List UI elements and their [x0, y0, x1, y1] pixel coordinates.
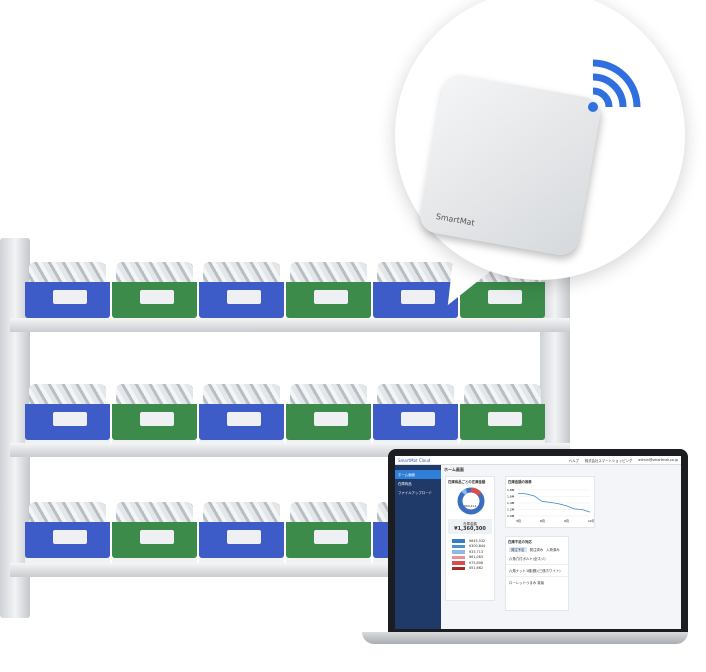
storage-bin — [373, 258, 458, 318]
color-tag — [452, 544, 465, 548]
color-tag — [452, 539, 465, 543]
storage-bin — [286, 258, 371, 318]
value-row: ¥35,713 — [452, 549, 488, 555]
device-brand: SmartMat — [435, 211, 476, 228]
row-value: ¥300,844 — [469, 544, 486, 549]
y-tick: 1.6M — [507, 495, 515, 499]
row-value: ¥61,063 — [469, 555, 484, 560]
color-tag — [452, 555, 465, 559]
value-row: ¥300,844 — [452, 544, 488, 550]
storage-bin — [112, 380, 197, 440]
donut-chart — [457, 487, 485, 515]
storage-bin — [112, 258, 197, 318]
value-row: ¥75,806 — [452, 560, 488, 566]
tab-ordered[interactable]: 発注済み — [529, 548, 544, 552]
color-tag — [452, 566, 465, 570]
company-name: 株式会社スマートショッピング — [584, 458, 633, 463]
tab-received[interactable]: 入荷済み — [546, 548, 560, 552]
row-value: ¥845,532 — [469, 538, 486, 543]
storage-bin — [199, 258, 284, 318]
stock-value-card: 在庫商品ごとの在庫金額 ¥69,412 在庫金額 ¥1,360,300 ¥845… — [445, 476, 495, 601]
donut-center-value: ¥69,412 — [464, 504, 477, 508]
color-tag — [452, 550, 465, 554]
order-item[interactable]: 六角ナット1種(鋼)(三価ホワイト) — [506, 565, 568, 577]
color-tag — [452, 561, 465, 565]
storage-bin — [25, 498, 110, 558]
laptop: SmartMat Cloud ヘルプ 株式会社スマートショッピング admin@… — [388, 449, 688, 633]
row-value: ¥35,713 — [469, 549, 484, 554]
laptop-base — [362, 632, 688, 644]
y-tick: 1.4M — [507, 501, 515, 505]
order-item[interactable]: 六角穴付ボルト(全ネジ) — [506, 553, 568, 565]
x-tick: 3月 — [516, 519, 521, 523]
storage-bin — [25, 380, 110, 440]
row-value: ¥75,806 — [469, 560, 484, 565]
y-tick: 1.2M — [507, 508, 515, 512]
storage-bin — [25, 258, 110, 318]
sidebar-item-home[interactable]: ホーム画面 — [395, 470, 441, 479]
tab-planned[interactable]: 発注予定 — [509, 547, 527, 552]
storage-bin — [199, 380, 284, 440]
x-tick: 6月 — [540, 519, 545, 523]
value-table: ¥845,532¥300,844¥35,713¥61,063¥75,806¥51… — [446, 536, 494, 573]
smartmat-device: SmartMat — [417, 72, 603, 258]
app-logo: SmartMat Cloud — [398, 457, 431, 463]
page-title: ホーム画面 — [444, 467, 464, 472]
storage-bin — [460, 380, 545, 440]
value-row: ¥845,532 — [452, 538, 488, 544]
value-row: ¥61,063 — [452, 555, 488, 561]
orders-card: 在庫不足の対応 発注予定 発注済み 入荷済み 六角穴付ボルト(全ネジ) 六角ナッ… — [505, 536, 569, 611]
x-tick: 9月 — [564, 519, 569, 523]
sidebar-item-upload[interactable]: ファイルアップロード — [398, 491, 432, 495]
storage-bin — [373, 380, 458, 440]
value-row: ¥51,662 — [452, 566, 488, 572]
orders-title: 在庫不足の対応 — [508, 540, 532, 544]
user-menu[interactable]: admin@smartmat.co.jp — [638, 458, 678, 462]
row-value: ¥51,662 — [469, 566, 484, 571]
order-item[interactable]: ローレットつまみ 真鍮 — [509, 581, 544, 585]
wifi-icon — [588, 59, 641, 112]
app-screen: SmartMat Cloud ヘルプ 株式会社スマートショッピング admin@… — [395, 456, 681, 629]
donut-title: 在庫商品ごとの在庫金額 — [448, 480, 486, 484]
total-label: 在庫金額 — [463, 522, 477, 526]
y-tick: 1.8M — [507, 488, 515, 492]
trend-line — [517, 492, 591, 513]
line-title: 在庫金額の推移 — [508, 480, 532, 484]
total-value: ¥1,360,300 — [454, 526, 486, 532]
shelf-board — [10, 318, 570, 332]
storage-bin — [286, 498, 371, 558]
y-tick: 1.0M — [507, 514, 515, 518]
storage-bin — [286, 380, 371, 440]
storage-bin — [199, 498, 284, 558]
help-button[interactable]: ヘルプ — [568, 458, 579, 463]
storage-bin — [112, 498, 197, 558]
x-tick: 12月 — [588, 519, 594, 523]
sidebar-item-products[interactable]: 在庫商品 — [398, 482, 412, 486]
